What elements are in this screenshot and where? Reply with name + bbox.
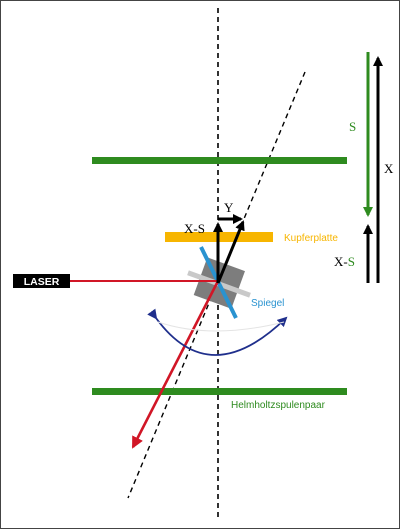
x-minus-s-label-right: X-S xyxy=(334,254,355,269)
laser-box xyxy=(13,274,70,288)
spiegel-label: Spiegel xyxy=(251,298,284,309)
vector-resultant xyxy=(216,220,245,284)
kupferplatte-label: Kupferplatte xyxy=(284,233,338,244)
rotation-arc-shadow xyxy=(157,321,285,332)
x-minus-s-label-center: X-S xyxy=(184,221,205,236)
diagonal-reference-dashed xyxy=(127,71,306,499)
laser-label: LASER xyxy=(24,276,60,288)
helmholtz-coil-top xyxy=(92,157,347,164)
x-label: X xyxy=(384,161,394,176)
helmholtz-label: Helmholtzspulenpaar xyxy=(231,400,326,411)
s-label: S xyxy=(349,119,356,134)
helmholtz-coil-bottom xyxy=(92,388,347,395)
y-label: Y xyxy=(224,200,234,215)
rotation-arc-arrow xyxy=(147,308,288,356)
